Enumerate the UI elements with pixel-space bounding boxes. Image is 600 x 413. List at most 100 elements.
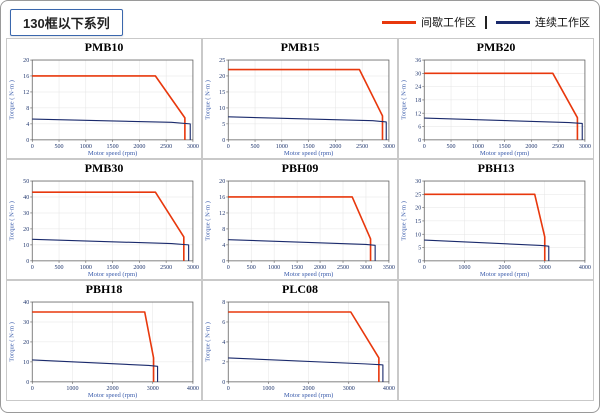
svg-text:Torque ( N·m ): Torque ( N·m ) — [205, 80, 212, 120]
svg-text:40: 40 — [23, 300, 29, 306]
svg-text:2000: 2000 — [329, 144, 341, 150]
page-title: 130框以下系列 — [10, 8, 123, 36]
svg-text:2500: 2500 — [160, 144, 172, 150]
svg-text:8: 8 — [222, 227, 225, 233]
svg-text:10: 10 — [23, 243, 29, 249]
svg-text:0: 0 — [418, 138, 421, 144]
svg-text:0: 0 — [423, 144, 426, 150]
svg-text:500: 500 — [446, 144, 455, 150]
svg-text:0: 0 — [418, 259, 421, 265]
svg-text:50: 50 — [23, 179, 29, 185]
svg-text:6: 6 — [222, 320, 225, 326]
svg-text:0: 0 — [227, 386, 230, 392]
svg-text:16: 16 — [23, 74, 29, 80]
svg-text:2500: 2500 — [552, 144, 564, 150]
chart-title: PMB30 — [84, 161, 124, 175]
svg-text:25: 25 — [219, 58, 225, 64]
svg-text:Motor speed (rpm): Motor speed (rpm) — [88, 271, 137, 278]
chart-title: PMB20 — [476, 40, 516, 54]
legend-item-intermittent: 间歇工作区 — [382, 14, 476, 30]
svg-text:0: 0 — [26, 380, 29, 386]
svg-text:0: 0 — [222, 138, 225, 144]
svg-text:Torque ( N·m ): Torque ( N·m ) — [9, 201, 16, 241]
svg-text:4000: 4000 — [187, 386, 199, 392]
svg-text:40: 40 — [23, 195, 29, 201]
svg-text:20: 20 — [219, 74, 225, 80]
svg-text:Motor speed (rpm): Motor speed (rpm) — [284, 150, 333, 157]
svg-text:30: 30 — [23, 320, 29, 326]
svg-text:1500: 1500 — [303, 144, 315, 150]
svg-text:4: 4 — [222, 340, 225, 346]
svg-text:3000: 3000 — [187, 265, 199, 271]
svg-text:8: 8 — [26, 106, 29, 112]
svg-text:1000: 1000 — [262, 386, 274, 392]
svg-text:3500: 3500 — [383, 265, 395, 271]
svg-text:0: 0 — [31, 265, 34, 271]
svg-text:16: 16 — [219, 195, 225, 201]
chart-title: PBH13 — [477, 161, 515, 175]
svg-text:24: 24 — [415, 85, 421, 91]
svg-text:2000: 2000 — [314, 265, 326, 271]
svg-text:2000: 2000 — [303, 386, 315, 392]
svg-text:1500: 1500 — [107, 144, 119, 150]
svg-text:2000: 2000 — [499, 265, 511, 271]
svg-text:3000: 3000 — [383, 144, 395, 150]
svg-text:1500: 1500 — [499, 144, 511, 150]
svg-text:1000: 1000 — [80, 265, 92, 271]
svg-text:2: 2 — [222, 360, 225, 366]
svg-text:20: 20 — [219, 179, 225, 185]
svg-text:500: 500 — [54, 265, 63, 271]
svg-text:1500: 1500 — [107, 265, 119, 271]
svg-text:Motor speed (rpm): Motor speed (rpm) — [480, 150, 529, 157]
svg-text:Motor speed (rpm): Motor speed (rpm) — [284, 271, 333, 278]
svg-text:20: 20 — [23, 340, 29, 346]
svg-text:5: 5 — [418, 246, 421, 252]
svg-text:4: 4 — [26, 122, 29, 128]
svg-text:0: 0 — [227, 265, 230, 271]
svg-text:3000: 3000 — [343, 386, 355, 392]
svg-text:1000: 1000 — [458, 265, 470, 271]
navy-line-swatch — [496, 20, 530, 24]
chart-title: PLC08 — [282, 282, 318, 296]
svg-text:12: 12 — [23, 90, 29, 96]
legend-item-continuous: 连续工作区 — [496, 14, 590, 30]
svg-text:2500: 2500 — [160, 265, 172, 271]
chart-title: PMB10 — [84, 40, 124, 54]
svg-text:500: 500 — [250, 144, 259, 150]
svg-text:Torque ( N·m ): Torque ( N·m ) — [401, 80, 408, 120]
svg-text:4000: 4000 — [579, 265, 591, 271]
svg-text:1000: 1000 — [80, 144, 92, 150]
svg-text:0: 0 — [26, 259, 29, 265]
legend-label-intermittent: 间歇工作区 — [421, 17, 476, 29]
legend-divider — [485, 15, 487, 29]
svg-text:Torque ( N·m ): Torque ( N·m ) — [9, 80, 16, 120]
svg-text:20: 20 — [23, 58, 29, 64]
svg-text:5: 5 — [222, 122, 225, 128]
svg-text:1000: 1000 — [472, 144, 484, 150]
svg-text:0: 0 — [31, 144, 34, 150]
chart-title: PMB15 — [280, 40, 320, 54]
svg-text:Torque ( N·m ): Torque ( N·m ) — [205, 201, 212, 241]
svg-text:0: 0 — [423, 265, 426, 271]
svg-text:30: 30 — [415, 71, 421, 77]
svg-text:10: 10 — [415, 232, 421, 238]
svg-text:3000: 3000 — [360, 265, 372, 271]
svg-text:Torque ( N·m ): Torque ( N·m ) — [205, 322, 212, 362]
svg-text:2000: 2000 — [133, 144, 145, 150]
svg-text:3000: 3000 — [187, 144, 199, 150]
svg-text:500: 500 — [54, 144, 63, 150]
svg-text:2000: 2000 — [133, 265, 145, 271]
